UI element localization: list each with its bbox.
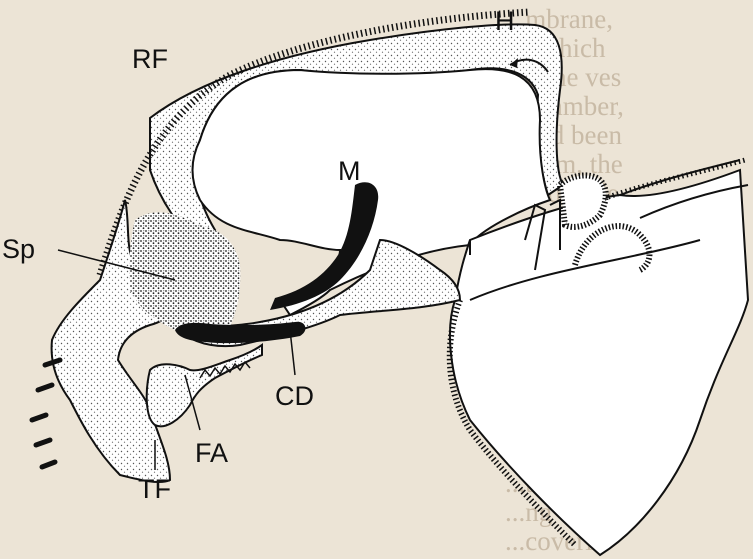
label-CD: CD — [275, 381, 314, 411]
label-H: H — [495, 6, 515, 36]
left-bristle-5 — [42, 462, 55, 467]
structure-FA — [147, 345, 262, 426]
label-FA: FA — [195, 438, 228, 468]
label-Sp: Sp — [2, 234, 35, 264]
bristled-lobe-upper — [560, 175, 606, 227]
label-TF: TF — [138, 474, 171, 504]
left-bristle-4 — [36, 440, 50, 445]
label-RF: RF — [132, 44, 168, 74]
left-bristle-3 — [32, 415, 46, 420]
label-M: M — [338, 156, 361, 186]
left-bristle-2 — [38, 385, 52, 390]
lid-flap — [450, 170, 748, 555]
